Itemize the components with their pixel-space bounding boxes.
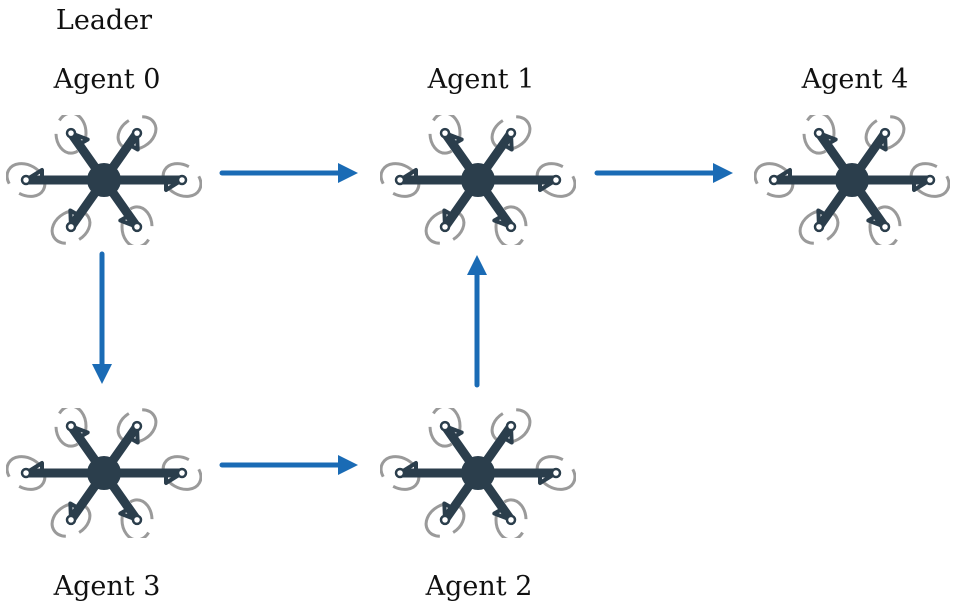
agent-0-label: Agent 0 bbox=[53, 64, 161, 95]
arrow-head bbox=[338, 163, 358, 183]
arrow-head bbox=[467, 255, 487, 275]
agent-0-drone-icon bbox=[5, 111, 203, 249]
arrow-agent2-to-agent1 bbox=[467, 255, 487, 388]
agent-2-label: Agent 2 bbox=[425, 571, 533, 602]
agent-2-drone-icon bbox=[379, 404, 577, 542]
arrow-agent1-to-agent4 bbox=[594, 163, 733, 183]
arrow-agent0-to-agent3 bbox=[92, 251, 112, 384]
arrow-head bbox=[713, 163, 733, 183]
arrow-head bbox=[338, 455, 358, 475]
agent-1-label: Agent 1 bbox=[427, 64, 535, 95]
arrow-agent3-to-agent2 bbox=[219, 455, 358, 475]
agent-3-label: Agent 3 bbox=[53, 571, 161, 602]
arrow-head bbox=[92, 364, 112, 384]
leader-label: Leader bbox=[55, 5, 153, 36]
arrow-agent0-to-agent1 bbox=[219, 163, 358, 183]
agent-4-label: Agent 4 bbox=[801, 64, 909, 95]
